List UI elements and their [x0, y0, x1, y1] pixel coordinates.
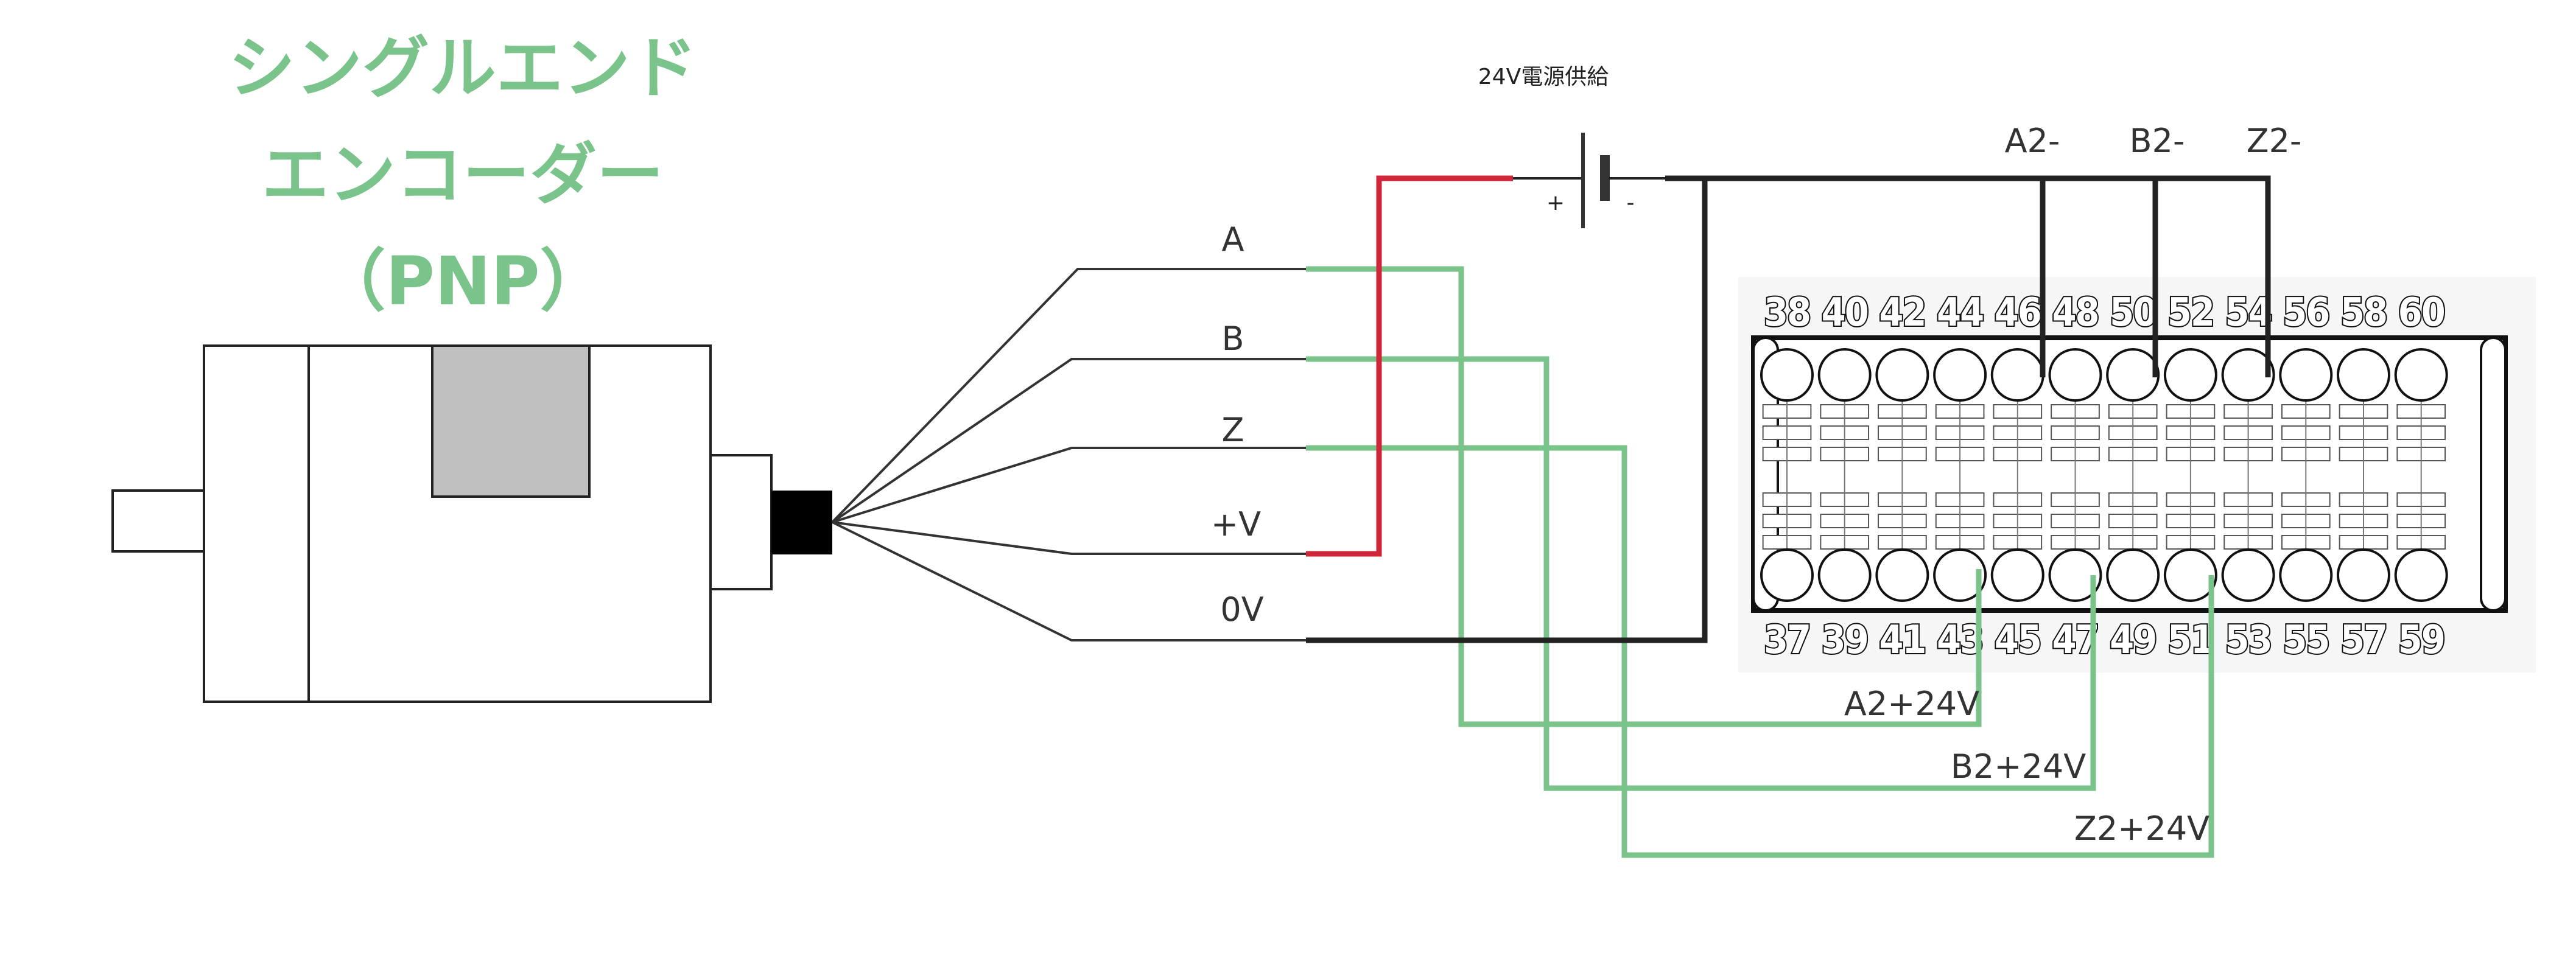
- wire-ground-bus: [1665, 175, 2271, 377]
- power-supply-label: 24V電源供給: [1478, 65, 1609, 89]
- signal-label-plus-v: +V: [1211, 505, 1261, 543]
- terminal-hole-60: [2394, 348, 2448, 402]
- terminal-label-z2-plus: Z2+24V: [2074, 809, 2209, 848]
- terminal-number-49: 49: [2110, 618, 2156, 663]
- battery-plus-sign: +: [1546, 190, 1565, 215]
- terminal-hole-48: [2048, 348, 2102, 402]
- signal-label-a: A: [1222, 220, 1244, 259]
- terminal-label-b2-minus: B2-: [2130, 122, 2185, 160]
- terminal-bottom-holes: [1760, 548, 2448, 602]
- terminal-number-48: 48: [2052, 290, 2098, 335]
- terminal-number-51: 51: [2167, 618, 2214, 663]
- terminal-number-40: 40: [1822, 290, 1868, 335]
- terminal-hole-43: [1933, 548, 1987, 602]
- terminal-hole-45: [1990, 548, 2044, 602]
- wire-a-to-43: [1306, 266, 1982, 727]
- wire-plus-v-to-supply: [1306, 175, 1513, 557]
- terminal-hole-37: [1760, 548, 1814, 602]
- encoder-shaft: [111, 489, 208, 553]
- encoder-illustration: [111, 344, 832, 703]
- encoder-connector: [771, 491, 832, 554]
- cable-plus-v: [832, 521, 1309, 555]
- terminal-number-50: 50: [2110, 290, 2156, 335]
- cable-b: [831, 358, 1309, 523]
- terminal-block-end-right: [2480, 337, 2507, 612]
- terminal-hole-39: [1817, 548, 1872, 602]
- terminal-number-45: 45: [1995, 618, 2041, 663]
- terminal-number-42: 42: [1879, 290, 1925, 335]
- encoder-signal-labels: A B Z +V 0V: [1211, 220, 1264, 629]
- cable-z: [832, 447, 1309, 523]
- terminal-hole-55: [2279, 548, 2333, 602]
- signal-label-z: Z: [1222, 411, 1244, 449]
- wire-0v-to-ground: [1306, 178, 1708, 643]
- terminal-number-59: 59: [2398, 618, 2444, 663]
- terminal-number-52: 52: [2167, 290, 2214, 335]
- wiring: [1306, 175, 2271, 858]
- terminal-label-a2-minus: A2-: [2005, 122, 2060, 160]
- terminal-number-53: 53: [2225, 618, 2272, 663]
- terminal-number-38: 38: [1764, 290, 1810, 335]
- wire-b-to-47: [1306, 356, 2096, 791]
- encoder-cable-fanout: [831, 268, 1309, 641]
- terminal-label-a2-plus: A2+24V: [1844, 685, 1979, 723]
- terminal-hole-44: [1933, 348, 1987, 402]
- encoder-flange: [203, 344, 310, 703]
- terminal-number-44: 44: [1937, 290, 1983, 335]
- cable-a: [831, 268, 1309, 523]
- title-line-3: （PNP）: [318, 242, 606, 320]
- terminal-number-54: 54: [2225, 290, 2272, 335]
- terminal-number-57: 57: [2340, 618, 2387, 663]
- encoder-cable-gland: [709, 454, 773, 590]
- terminal-number-56: 56: [2283, 290, 2329, 335]
- terminal-hole-38: [1760, 348, 1814, 402]
- terminal-labels: A2- B2- Z2- A2+24V B2+24V Z2+24V: [1844, 122, 2302, 848]
- terminal-number-41: 41: [1879, 618, 1925, 663]
- terminal-hole-58: [2337, 348, 2390, 402]
- terminal-hole-57: [2337, 548, 2390, 602]
- terminal-number-46: 46: [1995, 290, 2041, 335]
- terminal-top-holes: [1760, 348, 2448, 402]
- terminal-hole-47: [2048, 548, 2102, 602]
- power-supply: 24V電源供給 + -: [1478, 65, 1665, 228]
- terminal-number-39: 39: [1822, 618, 1868, 663]
- terminal-label-z2-minus: Z2-: [2247, 122, 2302, 160]
- terminal-mechanics: [1762, 402, 2446, 551]
- title-line-2: エンコーダー: [262, 136, 664, 214]
- terminal-hole-53: [2221, 548, 2275, 602]
- terminal-hole-40: [1817, 348, 1872, 402]
- terminal-hole-51: [2163, 548, 2217, 602]
- terminal-hole-41: [1875, 548, 1929, 602]
- terminal-hole-59: [2394, 548, 2448, 602]
- cable-0v: [832, 521, 1309, 641]
- terminal-number-37: 37: [1764, 618, 1810, 663]
- title-line-1: シングルエンド: [228, 29, 697, 107]
- diagram-title: シングルエンド エンコーダー （PNP）: [228, 29, 697, 320]
- terminal-hole-42: [1875, 348, 1929, 402]
- signal-label-b: B: [1221, 320, 1244, 358]
- battery-minus-sign: -: [1627, 190, 1635, 215]
- terminal-hole-46: [1990, 348, 2044, 402]
- terminal-label-b2-plus: B2+24V: [1951, 747, 2086, 786]
- terminal-hole-52: [2163, 348, 2217, 402]
- terminal-hole-56: [2279, 348, 2333, 402]
- terminal-hole-49: [2106, 548, 2160, 602]
- encoder-label-plate: [431, 344, 591, 498]
- wire-z-to-51: [1306, 445, 2214, 858]
- terminal-number-58: 58: [2340, 290, 2387, 335]
- terminal-hole-50: [2106, 348, 2160, 402]
- terminal-number-55: 55: [2283, 618, 2329, 663]
- signal-label-0v: 0V: [1220, 590, 1263, 629]
- terminal-hole-54: [2221, 348, 2275, 402]
- terminal-number-60: 60: [2398, 290, 2444, 335]
